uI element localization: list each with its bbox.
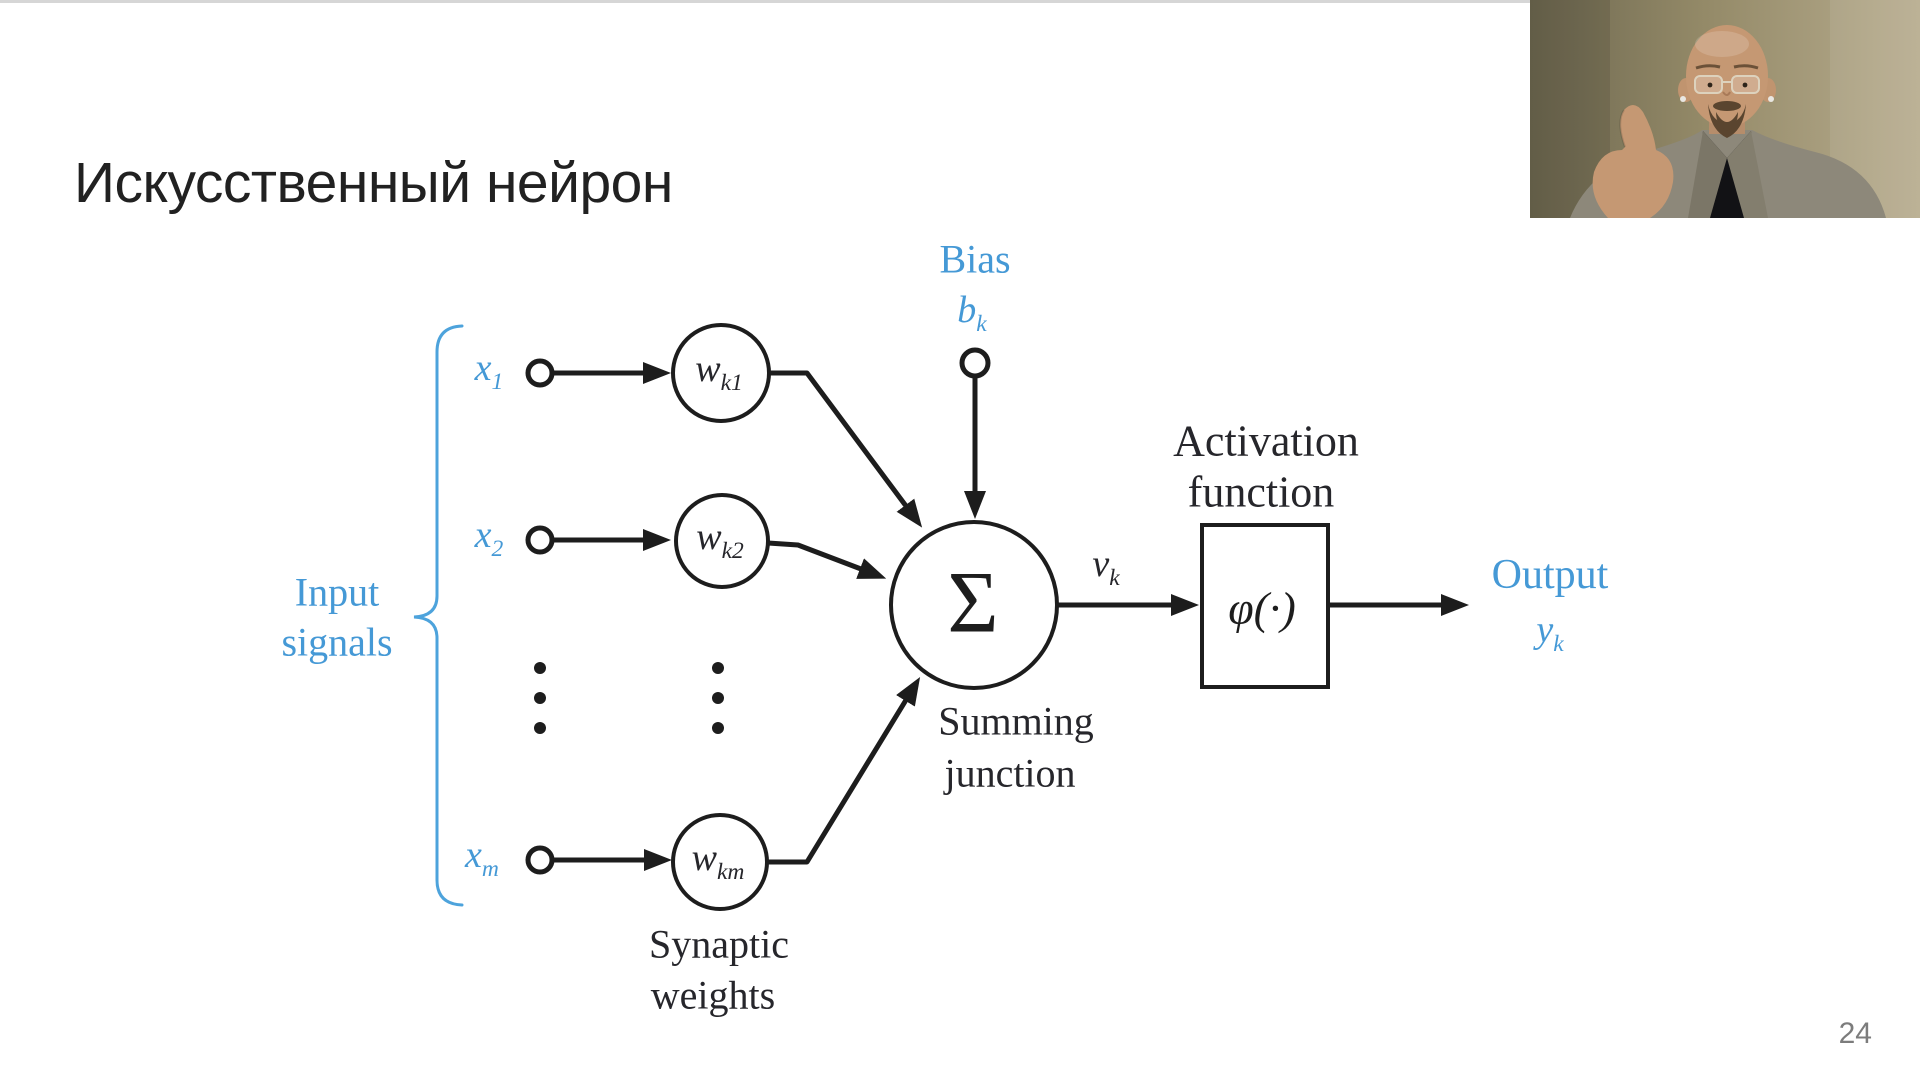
summing-label-line2: junction	[944, 750, 1076, 796]
bias-label: Bias	[939, 236, 1011, 282]
earbud-left-icon	[1680, 96, 1686, 102]
nose	[1722, 91, 1731, 96]
activation-label-line2: function	[1187, 467, 1335, 517]
goatee	[1708, 101, 1746, 138]
activation-label-line1: Activation	[1173, 416, 1359, 466]
weight-nodes	[671, 323, 771, 911]
input-symbol-x1: x1	[474, 347, 504, 395]
input-signals-label-line1: Input	[294, 569, 380, 615]
input-brace	[413, 324, 464, 907]
ellipsis-dots	[534, 662, 724, 734]
top-edge-divider	[0, 0, 1920, 3]
presenter-hand	[1592, 104, 1674, 218]
input-arrows	[554, 362, 672, 871]
weight-symbol-wk1: wk1	[695, 348, 743, 396]
eyebrow-left	[1695, 64, 1721, 70]
page-number: 24	[1838, 1017, 1872, 1050]
input-symbol-xm: xm	[465, 834, 499, 882]
jacket-lapel-left	[1688, 131, 1727, 218]
output-symbol-yk: yk	[1536, 609, 1564, 657]
weight-symbol-wk2: wk2	[696, 516, 744, 564]
input-signals-label-line2: signals	[281, 619, 393, 665]
weight-node-wk2	[674, 493, 770, 589]
presenter-webcam-video	[1530, 0, 1920, 218]
jacket-lapel-right	[1727, 131, 1768, 218]
presenter-head	[1678, 25, 1776, 138]
net-symbol-vk: vk	[1092, 543, 1120, 591]
bias-symbol: bk	[957, 289, 987, 337]
earbud-right-icon	[1768, 96, 1774, 102]
input-terminal-x1	[525, 358, 555, 388]
input-terminal-xm	[525, 845, 555, 875]
arrow-wk1-to-sum	[769, 370, 923, 528]
arrow-wk2-to-sum	[767, 540, 887, 579]
summing-sigma-symbol: Σ	[947, 554, 999, 652]
input-symbol-x2: x2	[474, 514, 504, 562]
bias-terminal	[959, 347, 991, 379]
activation-phi-symbol: φ(·)	[1228, 582, 1296, 634]
summing-label-line1: Summing	[938, 698, 1094, 744]
weight-arrows	[767, 370, 986, 865]
activation-function-box	[1200, 523, 1330, 689]
synaptic-weights-label-line1: Synaptic	[649, 921, 789, 967]
input-terminal-x2	[525, 525, 555, 555]
output-label: Output	[1491, 552, 1609, 598]
input-terminals	[525, 347, 991, 875]
synaptic-weights-label-line2: weights	[650, 972, 776, 1018]
presenter-illustration	[1530, 0, 1920, 218]
arrow-wkm-to-sum	[767, 676, 921, 865]
slide-title: Искусственный нейрон	[74, 151, 673, 216]
eyebrow-right	[1733, 64, 1759, 70]
weight-symbol-wkm: wkm	[691, 837, 745, 885]
